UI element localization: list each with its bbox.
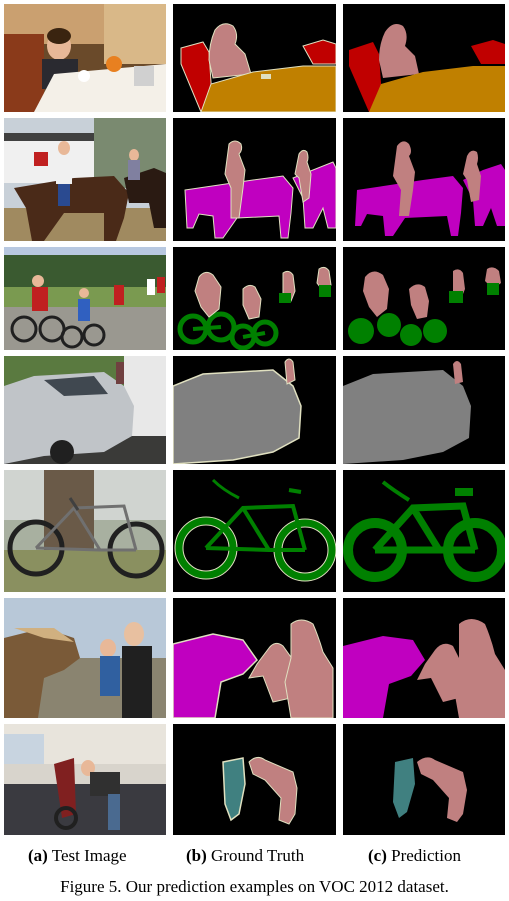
prediction-row3: [343, 247, 505, 350]
prediction-row6: [343, 598, 505, 718]
test-image-row2-horses: [4, 118, 166, 241]
prediction-row5: [343, 470, 505, 592]
test-image-row7-motorbike: [4, 724, 166, 835]
test-image-row4-car: [4, 356, 166, 464]
test-image-row5-bicycle: [4, 470, 166, 592]
figure-caption: Figure 5. Our prediction examples on VOC…: [60, 877, 449, 896]
ground-truth-row1: [173, 4, 336, 112]
subfigure-label-c: (c) Prediction: [368, 846, 462, 865]
subfigure-label-a: (a) Test Image: [28, 846, 127, 865]
ground-truth-row7: [173, 724, 336, 835]
ground-truth-row6: [173, 598, 336, 718]
test-image-row1-dining: [4, 4, 166, 112]
ground-truth-row5: [173, 470, 336, 592]
subfigure-label-b: (b) Ground Truth: [186, 846, 305, 865]
subfigure-labels: (a) Test Image (b) Ground Truth (c) Pred…: [0, 846, 509, 870]
ground-truth-row3: [173, 247, 336, 350]
test-image-row6-horse-people: [4, 598, 166, 718]
prediction-row2: [343, 118, 505, 241]
test-image-row3-cyclists: [4, 247, 166, 350]
prediction-row4: [343, 356, 505, 464]
prediction-row7: [343, 724, 505, 835]
ground-truth-row2: [173, 118, 336, 241]
ground-truth-row4: [173, 356, 336, 464]
prediction-row1: [343, 4, 505, 112]
